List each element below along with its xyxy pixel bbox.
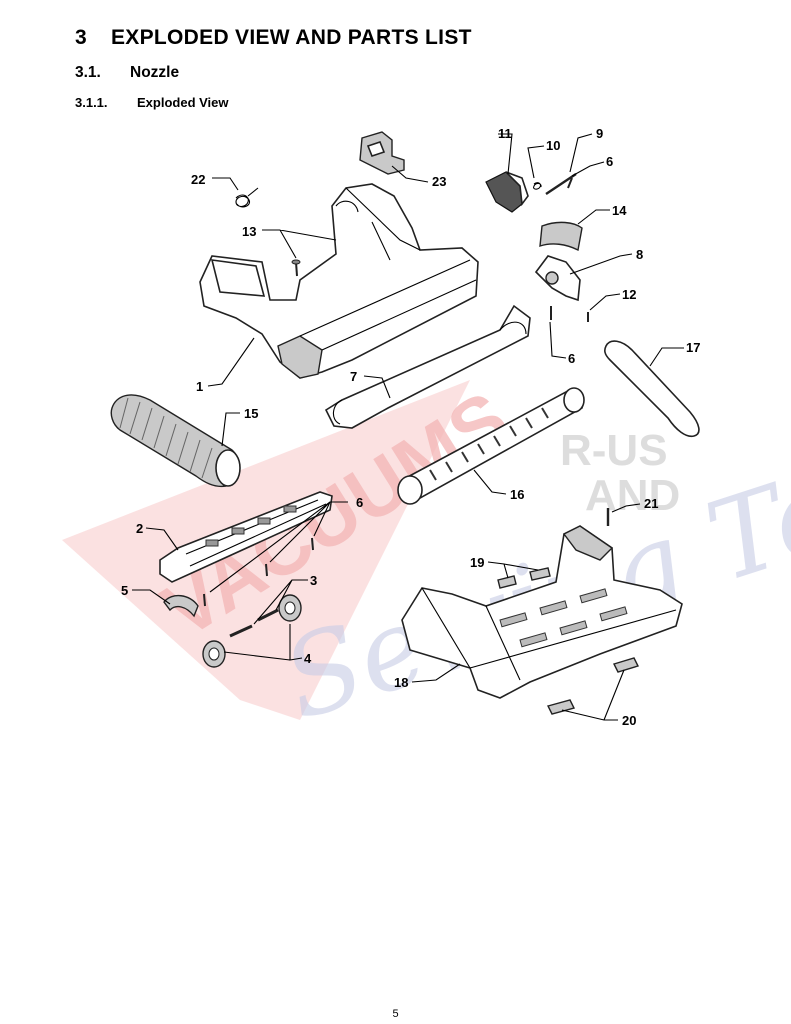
- section-title: EXPLODED VIEW AND PARTS LIST: [111, 26, 472, 49]
- leader-lines: [132, 133, 684, 721]
- callout-6b: 6: [568, 351, 575, 366]
- part-14-cover: [539, 221, 583, 252]
- watermark-line1: R-US: [560, 426, 668, 475]
- subsubsection-heading: 3.1.1. Exploded View: [75, 95, 229, 110]
- callout-6c: 6: [356, 495, 363, 510]
- callout-1: 1: [196, 379, 203, 394]
- part-20-clips: [546, 657, 639, 715]
- part-16-brush-roll: [397, 387, 585, 505]
- part-18-base-plate: [401, 525, 683, 699]
- callout-21: 21: [644, 496, 658, 511]
- exploded-view-diagram: VACUUMS R-US AND Sewing Too: [62, 126, 791, 745]
- part-7-bumper: [324, 304, 531, 429]
- subsection-heading: 3.1. Nozzle: [75, 64, 179, 82]
- part-17-belt: [604, 340, 700, 438]
- part-6-screws-group: [203, 537, 314, 607]
- callout-8: 8: [636, 247, 643, 262]
- callout-23: 23: [432, 174, 446, 189]
- subsubsection-number: 3.1.1.: [75, 95, 108, 110]
- part-2-rear-plate: [159, 491, 333, 583]
- watermark-line2: AND: [585, 471, 680, 520]
- callout-12: 12: [622, 287, 636, 302]
- callout-14: 14: [612, 203, 627, 218]
- subsection-number: 3.1.: [75, 64, 101, 81]
- callout-22: 22: [191, 172, 205, 187]
- callout-6a: 6: [606, 154, 613, 169]
- part-22-spring: [235, 187, 259, 208]
- callout-3: 3: [310, 573, 317, 588]
- callout-2: 2: [136, 521, 143, 536]
- part-12-6-screws: [550, 306, 589, 322]
- part-1-housing: [199, 183, 479, 379]
- callout-9: 9: [596, 126, 603, 141]
- callout-17: 17: [686, 340, 700, 355]
- callout-18: 18: [394, 675, 408, 690]
- callout-19: 19: [470, 555, 484, 570]
- subsubsection-title: Exploded View: [137, 95, 229, 110]
- part-8-bracket: [534, 255, 581, 302]
- part-3-axles: [229, 608, 279, 638]
- callout-20: 20: [622, 713, 636, 728]
- part-11-pedal: [485, 171, 529, 213]
- callout-5: 5: [121, 583, 128, 598]
- callout-11: 11: [498, 126, 512, 141]
- callout-4: 4: [304, 651, 312, 666]
- page-number: 5: [392, 1008, 399, 1020]
- part-10-9-6-small-parts: [533, 173, 577, 195]
- callout-labels: 22 13 23 11 10 9 6 14 8 12 6 17 1 7 15 1…: [121, 126, 700, 728]
- part-15-hose: [110, 394, 241, 488]
- callout-7: 7: [350, 369, 357, 384]
- part-4-wheels: [202, 594, 302, 668]
- callout-13: 13: [242, 224, 256, 239]
- callout-10: 10: [546, 138, 560, 153]
- part-19-latches: [497, 567, 551, 589]
- section-heading: 3 EXPLODED VIEW AND PARTS LIST: [75, 26, 472, 50]
- section-number: 3: [75, 26, 87, 49]
- callout-16: 16: [510, 487, 524, 502]
- callout-15: 15: [244, 406, 258, 421]
- part-5-clip: [163, 595, 199, 618]
- subsection-title: Nozzle: [130, 64, 180, 81]
- part-23-latch: [359, 131, 405, 175]
